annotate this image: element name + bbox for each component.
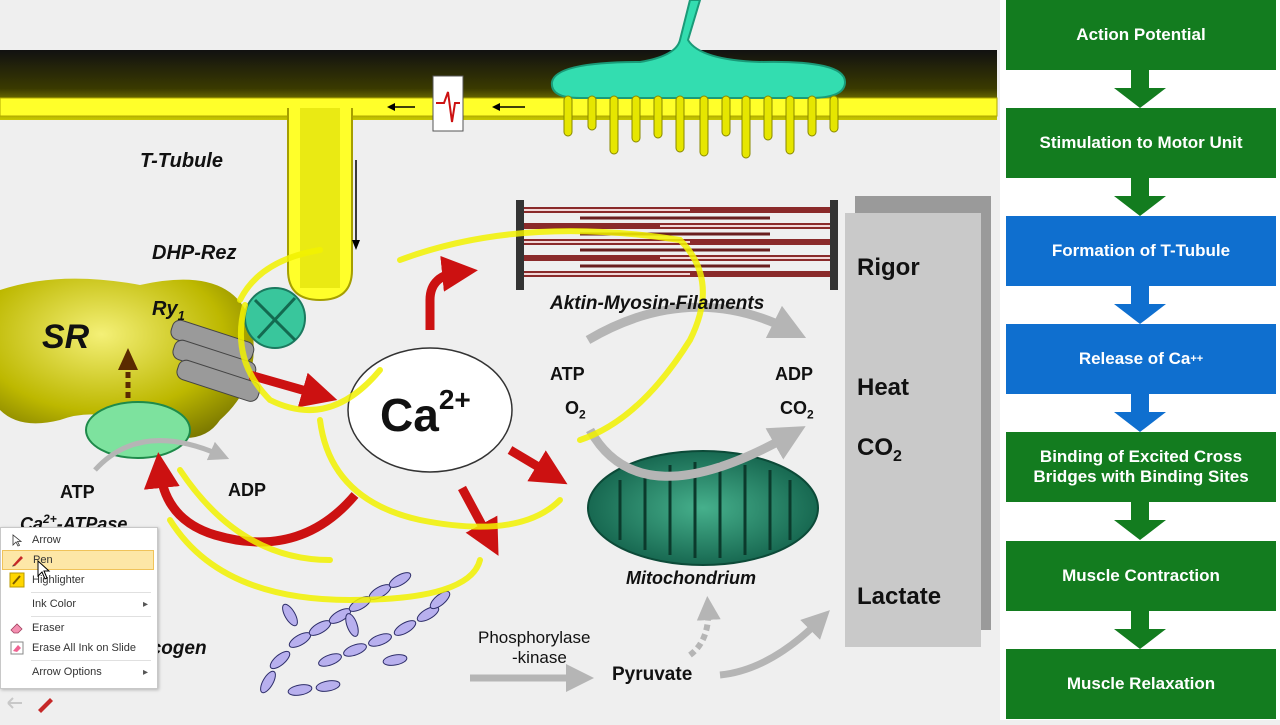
o2-sub: 2 [579, 407, 586, 422]
atpase-sup: 2+ [43, 512, 57, 526]
pen-tool-icon[interactable] [38, 698, 53, 713]
co2-right-base: CO [857, 434, 893, 461]
motor-end-plate-folds [563, 95, 839, 159]
mitochondrium-label: Mitochondrium [626, 568, 756, 588]
mouse-cursor-icon [37, 560, 51, 580]
co2-mid-label: CO2 [780, 398, 814, 422]
nerve-terminal [550, 0, 847, 99]
ry-subscript: 1 [177, 308, 185, 323]
atp-left-label: ATP [60, 482, 95, 502]
pointer-options-menu: Arrow Pen Highlighter Ink Color ▸ Eraser… [0, 527, 158, 689]
flow-arrow-icon [1114, 178, 1166, 216]
menu-separator [31, 660, 151, 661]
step-relaxation: Muscle Relaxation [1006, 649, 1276, 719]
muscle-contraction-diagram: T-Tubule DHP-Rez Ry1 SR ATP ADP Ca2+-ATP… [0, 0, 998, 696]
blank-icon [2, 594, 32, 614]
ry-label: Ry1 [152, 298, 185, 323]
step-action-potential: Action Potential [1006, 0, 1276, 70]
products-panel [845, 213, 981, 647]
flow-arrow-icon [1114, 286, 1166, 324]
ca-base: Ca [380, 389, 439, 441]
o2-base: O [565, 398, 580, 418]
erase-all-icon [2, 638, 32, 658]
calcium-label: Ca2+ [380, 384, 471, 442]
co2-right-label: CO2 [857, 434, 902, 466]
submenu-chevron-icon: ▸ [142, 598, 148, 610]
blank-icon [2, 662, 32, 682]
ca-sup: 2+ [438, 383, 471, 415]
step-t-tubule: Formation of T-Tubule [1006, 216, 1276, 286]
adp-mid-label: ADP [775, 364, 814, 384]
lactate-label: Lactate [857, 583, 942, 610]
menu-item-ink-color[interactable]: Ink Color ▸ [2, 594, 154, 614]
grey-cycle-arrows [93, 302, 830, 692]
step-contraction: Muscle Contraction [1006, 541, 1276, 611]
pyruvate-label: Pyruvate [612, 664, 693, 685]
flow-arrow-icon [1114, 394, 1166, 432]
pen-icon [3, 550, 33, 570]
back-arrow-icon[interactable] [7, 697, 22, 709]
release-ca-sup: ++ [1190, 353, 1204, 365]
actin-myosin-filaments [516, 200, 838, 290]
highlighter-icon [2, 570, 32, 590]
calcium-ion-node [347, 347, 513, 473]
menu-item-arrow-options[interactable]: Arrow Options ▸ [2, 662, 154, 682]
kinase-label: -kinase [512, 648, 567, 667]
menu-item-eraser[interactable]: Eraser [2, 618, 154, 638]
flow-arrow-icon [1114, 502, 1166, 540]
flow-arrow-icon [1114, 611, 1166, 649]
slideshow-toolbar [0, 690, 70, 716]
menu-separator [31, 616, 151, 617]
glycogen-structure [260, 572, 451, 696]
heat-label: Heat [857, 374, 910, 401]
arrow-cursor-icon [2, 530, 32, 550]
submenu-chevron-icon: ▸ [142, 666, 148, 678]
step-stimulation: Stimulation to Motor Unit [1006, 108, 1276, 178]
menu-label-arrow-options: Arrow Options [32, 666, 102, 678]
ry-text: Ry [152, 298, 178, 320]
sr-label: SR [42, 318, 90, 356]
ryanodine-receptor [170, 319, 261, 402]
menu-label-erase-all: Erase All Ink on Slide [32, 642, 136, 654]
eraser-icon [2, 618, 32, 638]
co2-right-sub: 2 [893, 447, 902, 465]
adp-left-label: ADP [228, 480, 267, 500]
dhp-rez-label: DHP-Rez [152, 242, 237, 264]
flow-arrow-icon [1114, 70, 1166, 108]
step-release-ca: Release of Ca++ [1006, 324, 1276, 394]
co2-mid-sub: 2 [807, 407, 814, 422]
phosphorylase-label: Phosphorylase [478, 628, 591, 647]
release-ca-text: Release of Ca [1078, 349, 1191, 368]
atp-mid-label: ATP [550, 364, 585, 384]
menu-label-arrow: Arrow [32, 534, 61, 546]
filaments-label: Aktin-Myosin-Filaments [550, 293, 765, 314]
menu-separator [31, 592, 151, 593]
t-tubule-label: T-Tubule [140, 150, 223, 172]
step-binding: Binding of Excited Cross Bridges with Bi… [1006, 432, 1276, 502]
ca-atpase-pump [85, 401, 191, 459]
menu-item-highlighter[interactable]: Highlighter [2, 570, 154, 590]
menu-item-erase-all[interactable]: Erase All Ink on Slide [2, 638, 154, 658]
rigor-label: Rigor [857, 254, 920, 281]
process-flowchart: Action Potential Stimulation to Motor Un… [1000, 0, 1280, 720]
red-flow-arrows [143, 255, 568, 556]
menu-item-arrow[interactable]: Arrow [2, 530, 154, 550]
highlighter-ink [167, 228, 706, 604]
menu-item-pen[interactable]: Pen [2, 550, 154, 570]
o2-label: O2 [565, 398, 586, 422]
diagram-canvas [0, 0, 998, 696]
menu-label-eraser: Eraser [32, 622, 65, 634]
co2-mid-base: CO [780, 398, 807, 418]
menu-label-ink-color: Ink Color [32, 598, 77, 610]
